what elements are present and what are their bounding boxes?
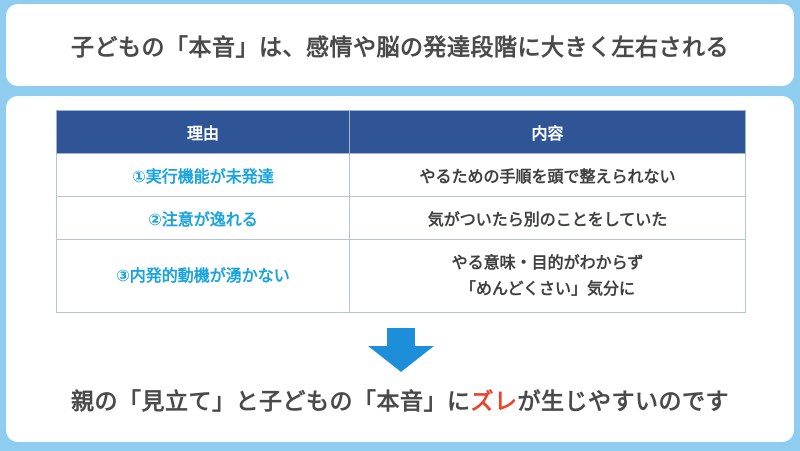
reasons-table: 理由 内容 ①実行機能が未発達 やるための手順を頭で整えられない ②注意が逸れる… <box>56 110 746 313</box>
reason-cell: ③内発的動機が湧かない <box>56 239 350 313</box>
content-cell: 気がついたら別のことをしていた <box>349 196 746 240</box>
content-cell: やる意味・目的がわからず 「めんどくさい」気分に <box>349 239 746 313</box>
page-title: 子どもの「本音」は、感情や脳の発達段階に大きく左右される <box>71 35 729 61</box>
header-content: 内容 <box>349 110 746 154</box>
content-line: やる意味・目的がわからず <box>451 253 644 272</box>
reason-cell: ①実行機能が未発達 <box>56 153 350 197</box>
content-card: 理由 内容 ①実行機能が未発達 やるための手順を頭で整えられない ②注意が逸れる… <box>6 96 794 442</box>
title-card: 子どもの「本音」は、感情や脳の発達段階に大きく左右される <box>6 4 794 86</box>
content-cell: やるための手順を頭で整えられない <box>349 153 746 197</box>
conclusion-text: 親の「見立て」と子どもの「本音」にズレが生じやすいのです <box>6 382 794 416</box>
content-line: 「めんどくさい」気分に <box>459 279 636 298</box>
conclusion-highlight: ズレ <box>470 389 518 415</box>
table-header-row: 理由 内容 <box>56 110 746 154</box>
table-row: ③内発的動機が湧かない やる意味・目的がわからず 「めんどくさい」気分に <box>56 239 746 313</box>
conclusion-after: が生じやすいのです <box>517 389 729 415</box>
table-row: ①実行機能が未発達 やるための手順を頭で整えられない <box>56 153 746 197</box>
reason-cell: ②注意が逸れる <box>56 196 350 240</box>
table-row: ②注意が逸れる 気がついたら別のことをしていた <box>56 196 746 240</box>
down-arrow-icon <box>368 328 434 372</box>
conclusion-before: 親の「見立て」と子どもの「本音」に <box>71 389 471 415</box>
header-reason: 理由 <box>56 110 350 154</box>
